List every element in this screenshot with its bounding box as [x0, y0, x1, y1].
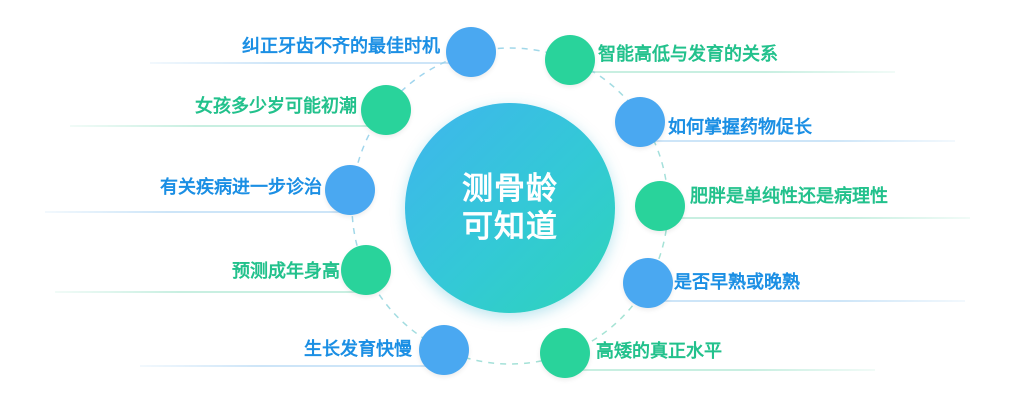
label-left-5: 生长发育快慢	[304, 339, 412, 360]
node-right-4	[623, 258, 673, 308]
guide-line-left-4	[55, 291, 366, 293]
label-left-4: 预测成年身高	[232, 261, 340, 282]
node-right-3	[635, 181, 685, 231]
node-right-1	[545, 35, 595, 85]
node-left-1	[446, 27, 496, 77]
guide-line-right-5	[565, 369, 875, 371]
node-left-4	[341, 245, 391, 295]
node-right-5	[540, 328, 590, 378]
center-title-line-1: 测骨龄	[462, 171, 558, 207]
label-left-1: 纠正牙齿不齐的最佳时机	[242, 36, 440, 57]
label-right-2: 如何掌握药物促长	[668, 117, 812, 138]
label-left-3: 有关疾病进一步诊治	[160, 177, 322, 198]
guide-line-left-2	[70, 125, 386, 127]
guide-line-left-3	[45, 211, 350, 213]
guide-line-right-3	[660, 217, 970, 219]
guide-line-right-4	[648, 300, 965, 302]
guide-line-left-1	[150, 62, 470, 64]
guide-line-right-2	[640, 140, 955, 142]
label-right-1: 智能高低与发育的关系	[598, 44, 778, 65]
node-left-5	[419, 325, 469, 375]
label-left-2: 女孩多少岁可能初潮	[195, 96, 357, 117]
node-left-3	[325, 165, 375, 215]
label-right-4: 是否早熟或晚熟	[674, 272, 800, 293]
node-left-2	[361, 85, 411, 135]
node-right-2	[615, 97, 665, 147]
center-title-circle: 测骨龄 可知道	[405, 103, 615, 313]
guide-line-right-1	[570, 71, 895, 73]
label-right-3: 肥胖是单纯性还是病理性	[690, 186, 888, 207]
label-right-5: 高矮的真正水平	[596, 341, 722, 362]
center-title-line-2: 可知道	[462, 209, 558, 245]
guide-line-left-5	[140, 365, 444, 367]
